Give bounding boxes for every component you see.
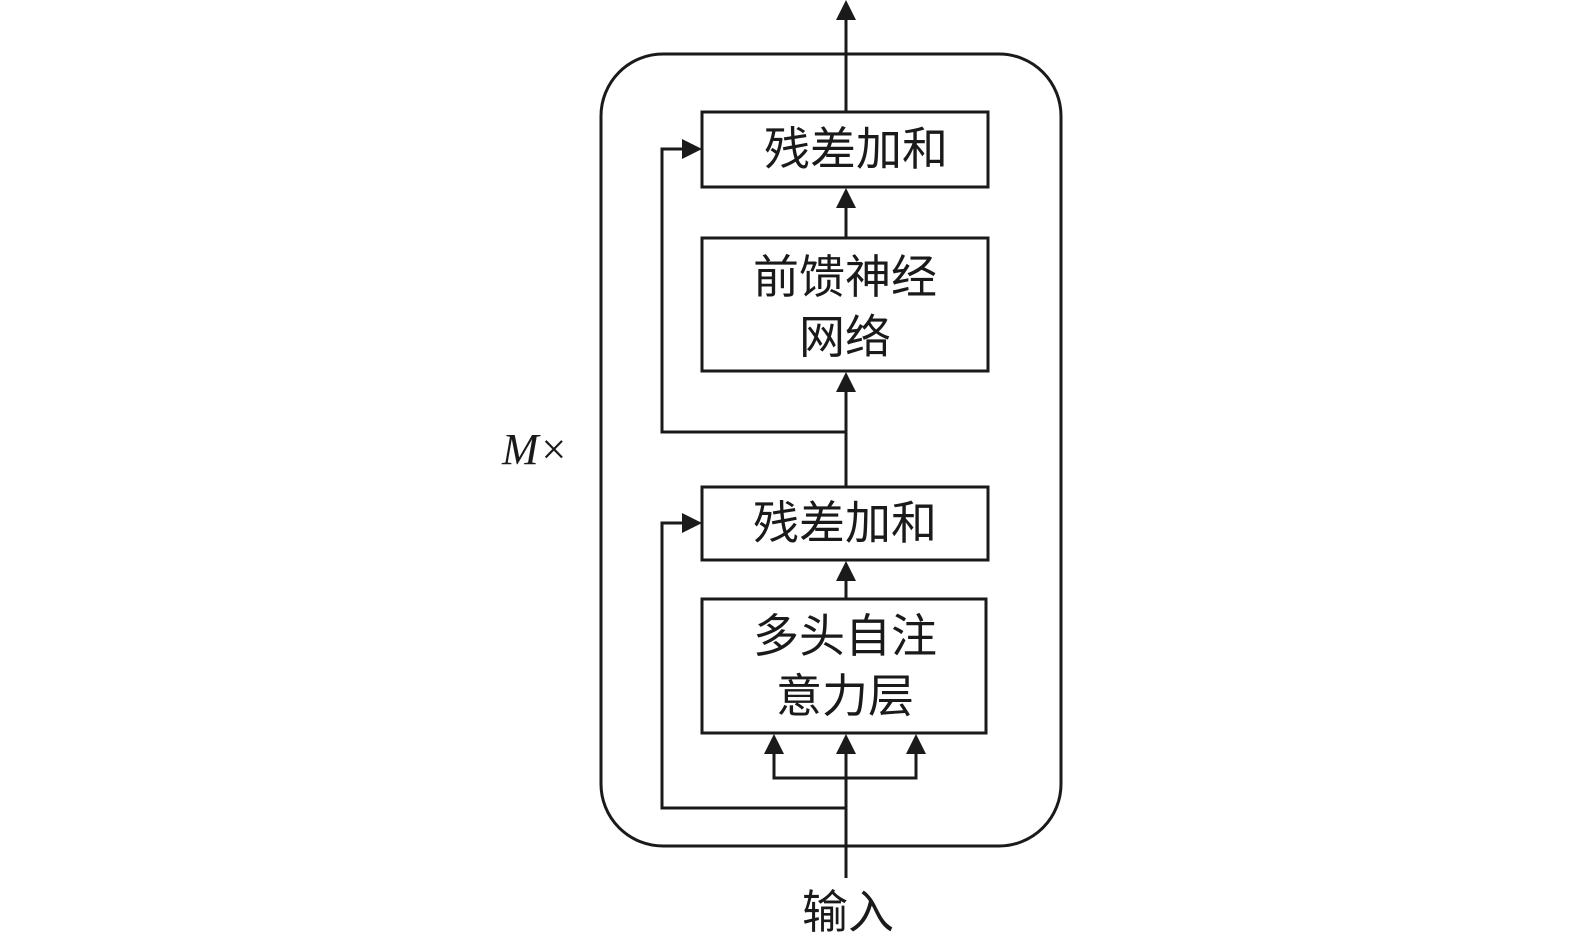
arrowhead-residual-1 bbox=[682, 513, 702, 533]
add-norm-1-label: 残差加和 bbox=[753, 496, 937, 550]
arrowhead-residual-2 bbox=[682, 139, 702, 159]
ffn-label-line1: 前馈神经 bbox=[753, 250, 937, 304]
add-norm-2-label: 残差加和 bbox=[764, 122, 948, 176]
arrowhead-addnorm2-in bbox=[836, 188, 856, 208]
attention-label-line2: 意力层 bbox=[776, 669, 914, 723]
residual-connection-2 bbox=[660, 147, 846, 434]
arrowhead-value bbox=[906, 734, 926, 754]
multi-head-attention-block bbox=[700, 597, 988, 735]
arrowhead-ffn-in bbox=[836, 372, 856, 392]
add-norm-block-1 bbox=[700, 485, 990, 562]
repeat-count-label: M× bbox=[501, 425, 568, 474]
input-label: 输入 bbox=[802, 885, 894, 939]
arrowhead-query bbox=[764, 734, 784, 754]
residual-connection-1 bbox=[660, 521, 846, 810]
feed-forward-block bbox=[700, 236, 990, 373]
arrowhead-key bbox=[836, 734, 856, 754]
add-norm-block-2 bbox=[700, 110, 990, 189]
ffn-label-line2: 网络 bbox=[799, 310, 891, 364]
arrowhead-output bbox=[836, 0, 856, 20]
arrowhead-addnorm1-in bbox=[836, 561, 856, 581]
qkv-split-line bbox=[772, 752, 918, 780]
attention-label-line1: 多头自注 bbox=[753, 609, 937, 663]
encoder-layer-frame bbox=[599, 52, 1063, 848]
